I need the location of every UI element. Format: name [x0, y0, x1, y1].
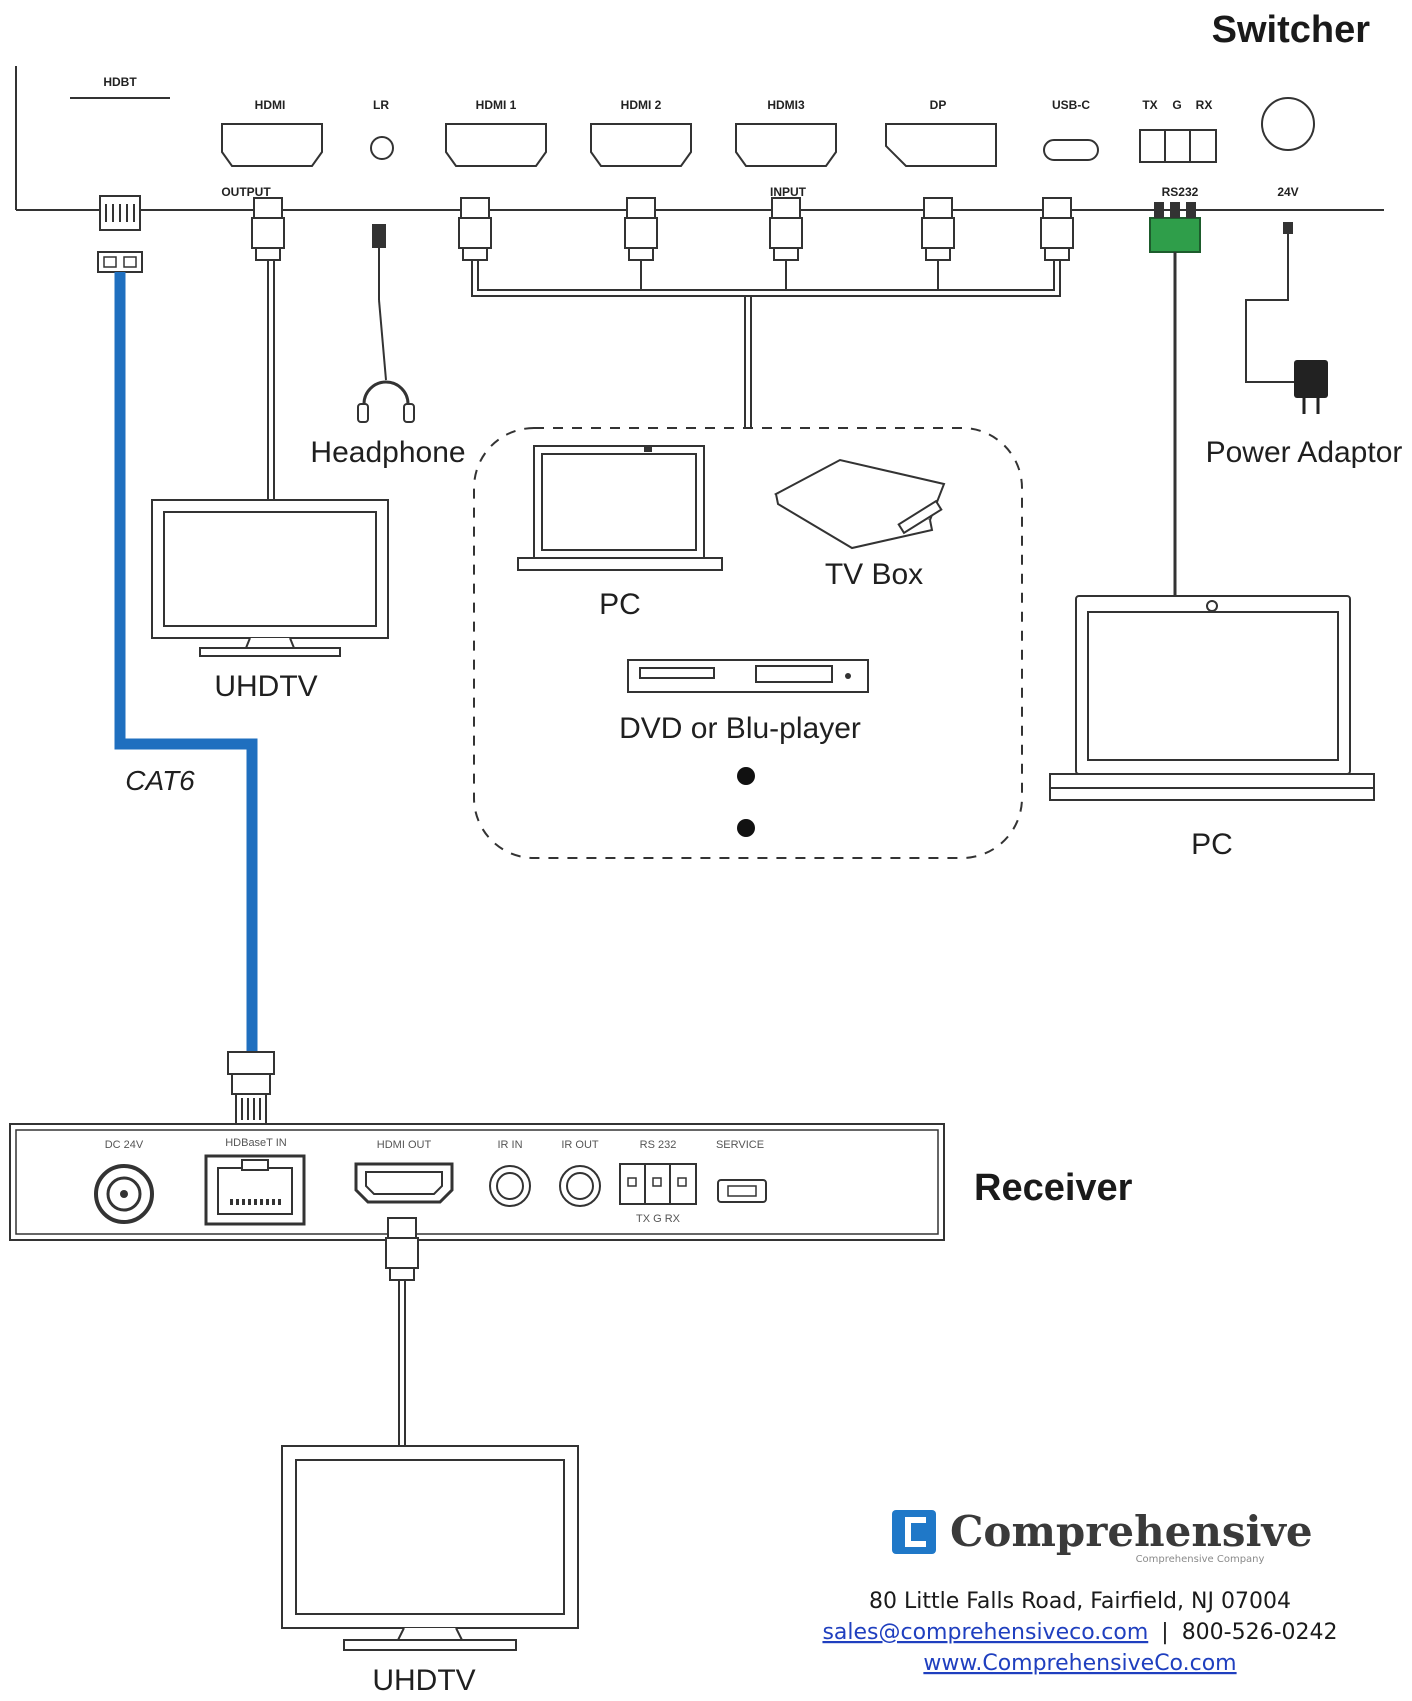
tv-box-label: TV Box — [825, 558, 923, 591]
switcher-unit: Switcher HDBT HDMI OUTPUT LR HDMI 1 HDMI… — [15, 9, 1384, 596]
cat6-cable: CAT6 — [114, 272, 275, 1125]
power-adaptor-label: Power Adaptor — [1206, 436, 1403, 469]
hdbt-rj45-plug — [97, 195, 143, 273]
receiver-service-port: SERVICE — [716, 1139, 767, 1203]
uhdtv-bottom-label: UHDTV — [372, 1664, 475, 1697]
lr-port-label: LR — [373, 98, 389, 112]
source-device-group — [473, 427, 1023, 859]
more-devices-dot — [737, 767, 755, 785]
switcher-rs232-terminal: TX G RX RS232 — [1139, 98, 1217, 199]
power-24v-label: 24V — [1277, 185, 1298, 199]
company-name: Comprehensive — [950, 1507, 1313, 1556]
company-footer: Comprehensive Comprehensive Company 80 L… — [822, 1507, 1337, 1676]
ir-out-label: IR OUT — [561, 1139, 599, 1151]
receiver-hdbaset-port: HDBaseT IN — [204, 1137, 306, 1226]
website-link[interactable]: www.ComprehensiveCo.com — [923, 1651, 1236, 1676]
switcher-hdmi1-port: HDMI 1 — [445, 98, 547, 167]
pc-source-label: PC — [599, 588, 641, 621]
switcher-power-jack: 24V — [1261, 97, 1315, 199]
output-group-label: OUTPUT — [221, 185, 271, 199]
hdmi3-port-label: HDMI3 — [767, 98, 805, 112]
hdmi-out-label: HDMI OUT — [377, 1139, 432, 1151]
switcher-hdmi2-port: HDMI 2 — [590, 98, 692, 167]
power-adaptor-icon — [1294, 360, 1328, 398]
dp-port-label: DP — [930, 98, 947, 112]
usbc-port-label: USB-C — [1052, 98, 1090, 112]
receiver-ir-out-port: IR OUT — [559, 1139, 601, 1207]
switcher-dp-port: DP — [885, 98, 997, 167]
receiver-hdmi-out-port: HDMI OUT — [354, 1139, 454, 1204]
g-label: G — [1172, 98, 1181, 112]
tx-label: TX — [1142, 98, 1157, 112]
pc-source-device: PC — [517, 445, 723, 621]
company-phone: 800-526-0242 — [1182, 1620, 1338, 1645]
receiver-hdmi-plug — [385, 1217, 419, 1446]
company-address: 80 Little Falls Road, Fairfield, NJ 0700… — [869, 1589, 1291, 1614]
switcher-title: Switcher — [1212, 9, 1371, 51]
rx-label: RX — [1196, 98, 1213, 112]
dvd-device: DVD or Blu-player — [619, 659, 869, 837]
headphone-icon — [362, 380, 410, 418]
hdbt-port-label: HDBT — [103, 75, 137, 89]
dc24-label: DC 24V — [105, 1139, 144, 1151]
company-tagline: Comprehensive Company — [1136, 1554, 1265, 1565]
hdmi2-port-label: HDMI 2 — [621, 98, 662, 112]
hdmi-output-label: HDMI — [255, 98, 286, 112]
uhdtv-bottom-device: UHDTV — [281, 1445, 579, 1697]
receiver-ir-in-port: IR IN — [489, 1139, 531, 1207]
service-label: SERVICE — [716, 1139, 764, 1151]
headphone-device: Headphone — [310, 380, 466, 469]
input-group-label: INPUT — [770, 185, 807, 199]
uhdtv-top-device: UHDTV — [151, 499, 389, 703]
pc-control-label: PC — [1191, 828, 1233, 861]
rs232-plug-cable — [1149, 202, 1201, 596]
receiver-rs232-terminal: RS 232 TX G RX — [619, 1139, 697, 1225]
rs232-label: RS232 — [1162, 185, 1199, 199]
switcher-usbc-port: USB-C — [1043, 98, 1099, 161]
cat6-label: CAT6 — [125, 765, 195, 796]
contact-separator: | — [1161, 1620, 1168, 1645]
switcher-hdbt-port: HDBT — [70, 75, 170, 99]
dvd-label: DVD or Blu-player — [619, 712, 861, 745]
uhdtv-top-label: UHDTV — [214, 670, 317, 703]
receiver-unit: Receiver DC 24V HDBaseT IN HDMI OUT IR I… — [9, 1123, 1133, 1446]
headphone-cable — [372, 224, 387, 381]
receiver-rs232-label: RS 232 — [640, 1139, 677, 1151]
pc-control-device: PC — [1049, 595, 1375, 861]
receiver-txrx-label: TX G RX — [636, 1213, 681, 1225]
ir-in-label: IR IN — [497, 1139, 522, 1151]
switcher-hdmi-output-port: HDMI — [221, 98, 323, 167]
hdmi1-port-label: HDMI 1 — [476, 98, 517, 112]
input-source-plugs — [458, 197, 1074, 428]
remote-icon — [897, 499, 943, 535]
hdmi-output-plug — [251, 197, 285, 500]
switcher-lr-port: LR — [370, 98, 394, 160]
hdbaset-in-label: HDBaseT IN — [225, 1137, 287, 1149]
tv-box-device: TV Box — [773, 458, 946, 591]
sales-email-link[interactable]: sales@comprehensiveco.com — [822, 1620, 1148, 1645]
more-devices-dot — [737, 819, 755, 837]
contact-line: sales@comprehensiveco.com | 800-526-0242 — [822, 1620, 1337, 1645]
company-logo: Comprehensive Comprehensive Company — [892, 1507, 1313, 1565]
headphone-label: Headphone — [310, 436, 465, 469]
receiver-title: Receiver — [974, 1167, 1133, 1209]
switcher-hdmi3-port: HDMI3 — [735, 98, 837, 167]
power-cable — [1245, 222, 1328, 414]
receiver-dc-jack: DC 24V — [94, 1139, 154, 1224]
